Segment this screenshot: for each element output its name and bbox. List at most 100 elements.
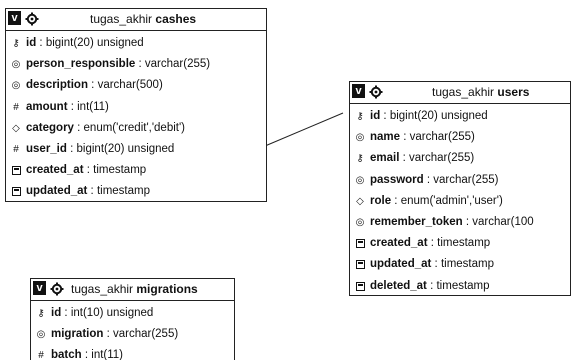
- column-name: created_at: [370, 237, 428, 250]
- schema-name: tugas_akhir: [432, 85, 495, 99]
- column-type: varchar(500): [97, 79, 163, 92]
- table-name: cashes: [155, 12, 197, 26]
- column-separator: :: [391, 194, 401, 207]
- column-type: timestamp: [436, 279, 490, 292]
- column-row[interactable]: ⚷ id : int(10) unsigned: [31, 303, 234, 324]
- column-row[interactable]: updated_at : timestamp: [350, 254, 570, 275]
- table-header[interactable]: v tugas_akhir users: [350, 82, 570, 104]
- column-separator: :: [61, 307, 71, 319]
- gear-icon: [50, 282, 64, 296]
- column-name: deleted_at: [370, 279, 427, 292]
- column-name: updated_at: [370, 258, 432, 271]
- column-name: id: [51, 307, 62, 319]
- column-separator: :: [423, 173, 434, 186]
- column-separator: :: [87, 79, 98, 92]
- column-type: int(11): [91, 349, 124, 360]
- column-separator: :: [399, 152, 410, 165]
- table-name: users: [497, 85, 530, 99]
- column-type: bigint(20) unsigned: [76, 142, 175, 155]
- schema-name: tugas_akhir: [90, 12, 153, 26]
- table-title: tugas_akhir cashes: [90, 12, 196, 26]
- table-title: tugas_akhir users: [432, 85, 529, 99]
- table-header[interactable]: v tugas_akhir cashes: [6, 9, 266, 31]
- table-users[interactable]: v tugas_akhir users ⚷ id : bigint(20) uns…: [349, 81, 571, 296]
- table-migrations[interactable]: v tugas_akhir migrations ⚷ id : int(10) u…: [30, 278, 235, 360]
- gear-icon: [369, 85, 383, 99]
- column-row[interactable]: ◎password : varchar(255): [350, 170, 570, 191]
- column-separator: :: [67, 100, 78, 113]
- column-name: person_responsible: [26, 58, 136, 71]
- view-badge-icon: v: [352, 84, 365, 98]
- cashes-users-relation: [264, 112, 344, 147]
- column-type: int(10) unsigned: [70, 307, 154, 319]
- column-row[interactable]: ⚷ id : bigint(20) unsigned: [350, 106, 570, 127]
- key-icon: ⚷: [356, 111, 364, 122]
- column-list: ⚷id : bigint(20) unsigned ◎ person_respons…: [6, 31, 266, 203]
- column-type: timestamp: [96, 185, 150, 198]
- column-separator: :: [462, 215, 473, 228]
- column-type: varchar(255): [409, 152, 475, 165]
- column-type: enum('credit','debit'): [83, 121, 185, 134]
- column-name: password: [370, 173, 424, 186]
- column-row[interactable]: ◎person_responsible : varchar(255): [6, 54, 266, 75]
- column-row[interactable]: created_at : timestamp: [6, 160, 266, 181]
- column-type: timestamp: [437, 237, 491, 250]
- column-separator: :: [427, 237, 438, 250]
- column-row[interactable]: ◎name : varchar(255): [350, 127, 570, 148]
- column-type: bigint(20) unsigned: [45, 37, 144, 49]
- column-list: ⚷id : bigint(20) unsigned◎name : varchar…: [350, 104, 570, 297]
- column-type: varchar(255): [409, 131, 475, 144]
- column-row[interactable]: ◇role : enum('admin','user'): [350, 191, 570, 212]
- column-name: batch: [51, 349, 82, 360]
- table-name: migrations: [136, 282, 198, 296]
- column-type: varchar(255): [433, 173, 499, 186]
- column-name: id: [370, 110, 381, 122]
- column-name: user_id: [26, 142, 67, 155]
- column-separator: :: [83, 164, 94, 177]
- table-header[interactable]: v tugas_akhir migrations: [31, 279, 234, 301]
- calendar-icon: [354, 276, 366, 297]
- column-row[interactable]: ◎remember_token : varchar(100: [350, 212, 570, 233]
- column-name: migration: [51, 328, 104, 341]
- column-name: name: [370, 131, 401, 144]
- field-icon: ◎: [11, 59, 21, 71]
- field-icon: ◎: [355, 216, 365, 228]
- column-type: timestamp: [440, 258, 494, 271]
- column-name: updated_at: [26, 185, 88, 198]
- column-row[interactable]: updated_at : timestamp: [6, 181, 266, 202]
- column-row[interactable]: #amount : int(11): [6, 97, 266, 118]
- column-row[interactable]: ◎description : varchar(500): [6, 75, 266, 96]
- key-icon: ⚷: [356, 153, 364, 165]
- column-type: enum('admin','user'): [400, 194, 503, 207]
- column-separator: :: [36, 37, 46, 49]
- column-separator: :: [135, 58, 145, 71]
- column-name: description: [26, 79, 88, 92]
- column-separator: :: [426, 279, 437, 292]
- column-row[interactable]: ⚷email : varchar(255): [350, 148, 570, 169]
- view-badge-icon: v: [33, 281, 46, 295]
- gear-icon: [25, 12, 39, 26]
- diamond-icon: ◇: [356, 195, 364, 207]
- column-type: bigint(20) unsigned: [389, 110, 488, 122]
- table-cashes[interactable]: v tugas_akhir cashes ⚷id : bigint(20) un…: [5, 8, 267, 202]
- column-row[interactable]: ⚷id : bigint(20) unsigned: [6, 33, 266, 54]
- column-name: category: [26, 121, 74, 134]
- column-separator: :: [431, 258, 441, 271]
- table-title: tugas_akhir migrations: [71, 282, 198, 296]
- column-row[interactable]: created_at : timestamp: [350, 233, 570, 254]
- calendar-icon: [10, 160, 22, 181]
- column-type: timestamp: [93, 164, 147, 177]
- column-row[interactable]: ◎migration : varchar(255): [31, 324, 234, 345]
- key-icon: ⚷: [37, 308, 45, 319]
- column-separator: :: [380, 110, 390, 122]
- field-icon: ◎: [36, 329, 46, 341]
- column-row[interactable]: ◇category : enum('credit','debit'): [6, 118, 266, 139]
- column-separator: :: [66, 142, 77, 155]
- column-name: amount: [26, 100, 68, 113]
- column-row[interactable]: deleted_at : timestamp: [350, 276, 570, 297]
- column-type: varchar(255): [112, 328, 179, 341]
- column-row[interactable]: #user_id : bigint(20) unsigned: [6, 139, 266, 160]
- column-row[interactable]: #batch : int(11): [31, 345, 234, 360]
- column-list: ⚷ id : int(10) unsigned ◎ migration : varch…: [31, 301, 234, 360]
- column-type: varchar(100: [472, 215, 534, 228]
